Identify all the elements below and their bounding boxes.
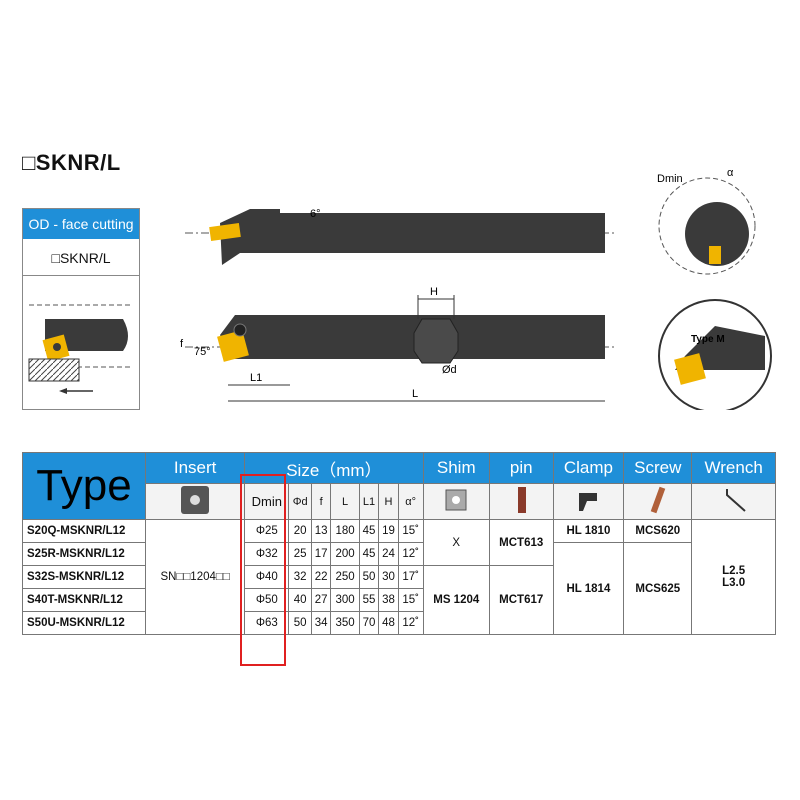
- cell-dmin: Φ63: [244, 611, 290, 635]
- dmin-label: Dmin: [657, 173, 683, 185]
- cell-d: 40: [288, 588, 312, 612]
- cell-l: 250: [330, 565, 360, 589]
- screw-group1: MCS620: [623, 519, 693, 543]
- shim-group1: X: [422, 519, 490, 566]
- screw-header: Screw: [623, 452, 693, 484]
- insert-image: [144, 483, 246, 520]
- shim-header: Shim: [422, 452, 490, 484]
- table-row-code: S40T-MSKNR/L12: [22, 588, 146, 612]
- wrench-image: [691, 483, 776, 520]
- screw-group2: MCS625: [623, 542, 693, 635]
- clamp-group2: HL 1814: [552, 542, 625, 635]
- l1-col: L1: [358, 483, 380, 520]
- pin-image: [488, 483, 554, 520]
- spec-table: Type Insert Size（mm） Shim pin Clamp Scre…: [22, 452, 776, 635]
- l-col: L: [330, 483, 360, 520]
- cell-h: 38: [378, 588, 399, 612]
- cell-d: 50: [288, 611, 312, 635]
- alpha-label: α: [727, 167, 734, 179]
- od-code: □SKNR/L: [23, 241, 139, 276]
- insert-header: Insert: [144, 452, 246, 484]
- cell-d: 25: [288, 542, 312, 566]
- dim-d-label: Ød: [442, 364, 457, 376]
- wrench-line1: L2.5: [722, 565, 746, 577]
- dim-h-label: H: [430, 286, 438, 298]
- cell-l1: 70: [358, 611, 380, 635]
- type-header: Type: [22, 452, 146, 520]
- h-col: H: [378, 483, 399, 520]
- cell-h: 30: [378, 565, 399, 589]
- cell-f: 22: [310, 565, 332, 589]
- cell-alpha: 17˚: [397, 565, 424, 589]
- clamp-header: Clamp: [552, 452, 625, 484]
- od-face-cutting-panel: OD - face cutting □SKNR/L: [22, 208, 140, 410]
- dim-l1-label: L1: [250, 372, 262, 384]
- dmin-highlight-box: [240, 474, 286, 666]
- alpha-col: α°: [397, 483, 424, 520]
- pin-header: pin: [488, 452, 554, 484]
- cell-dmin: Φ32: [244, 542, 290, 566]
- cell-l: 200: [330, 542, 360, 566]
- table-row-code: S32S-MSKNR/L12: [22, 565, 146, 589]
- angle-top-label: 6°: [310, 208, 321, 220]
- cell-l: 300: [330, 588, 360, 612]
- od-header: OD - face cutting: [23, 209, 139, 239]
- cell-alpha: 12˚: [397, 611, 424, 635]
- dmin-col: Dmin: [244, 483, 290, 520]
- cell-alpha: 12˚: [397, 542, 424, 566]
- tool-drawing: 6° H Ød 75° f L1 L: [180, 208, 615, 402]
- cell-l1: 55: [358, 588, 380, 612]
- detail-views: Dmin α Type M: [657, 167, 772, 410]
- clamp-group1: HL 1810: [552, 519, 625, 543]
- pin-group2: MCT617: [488, 565, 554, 635]
- page-title: □SKNR/L: [22, 150, 121, 175]
- cell-l1: 50: [358, 565, 380, 589]
- cell-l: 180: [330, 519, 360, 543]
- cell-f: 34: [310, 611, 332, 635]
- screw-image: [623, 483, 693, 520]
- wrench-header: Wrench: [691, 452, 776, 484]
- shim-group2: MS 1204: [422, 565, 490, 635]
- d-col: Φd: [288, 483, 312, 520]
- cell-h: 24: [378, 542, 399, 566]
- cell-h: 19: [378, 519, 399, 543]
- table-row-code: S20Q-MSKNR/L12: [22, 519, 146, 543]
- face-cutting-illustration: [28, 304, 133, 394]
- dim-f-label: f: [180, 338, 184, 350]
- cell-h: 48: [378, 611, 399, 635]
- insert-value: SN□□1204□□: [144, 519, 246, 635]
- cell-alpha: 15˚: [397, 519, 424, 543]
- pin-group1: MCT613: [488, 519, 554, 566]
- table-row-code: S25R-MSKNR/L12: [22, 542, 146, 566]
- cell-d: 32: [288, 565, 312, 589]
- cell-alpha: 15˚: [397, 588, 424, 612]
- cell-d: 20: [288, 519, 312, 543]
- wrench-line2: L3.0: [722, 577, 746, 589]
- table-row-code: S50U-MSKNR/L12: [22, 611, 146, 635]
- angle-side-label: 75°: [194, 346, 211, 358]
- cell-l1: 45: [358, 542, 380, 566]
- cell-f: 13: [310, 519, 332, 543]
- cell-l1: 45: [358, 519, 380, 543]
- size-header: Size（mm）: [244, 452, 424, 484]
- shim-image: [422, 483, 490, 520]
- cell-l: 350: [330, 611, 360, 635]
- cell-f: 17: [310, 542, 332, 566]
- f-col: f: [310, 483, 332, 520]
- cell-dmin: Φ25: [244, 519, 290, 543]
- type-m-label: Type M: [691, 334, 725, 345]
- dim-l-label: L: [412, 388, 418, 400]
- cell-f: 27: [310, 588, 332, 612]
- clamp-image: [552, 483, 625, 520]
